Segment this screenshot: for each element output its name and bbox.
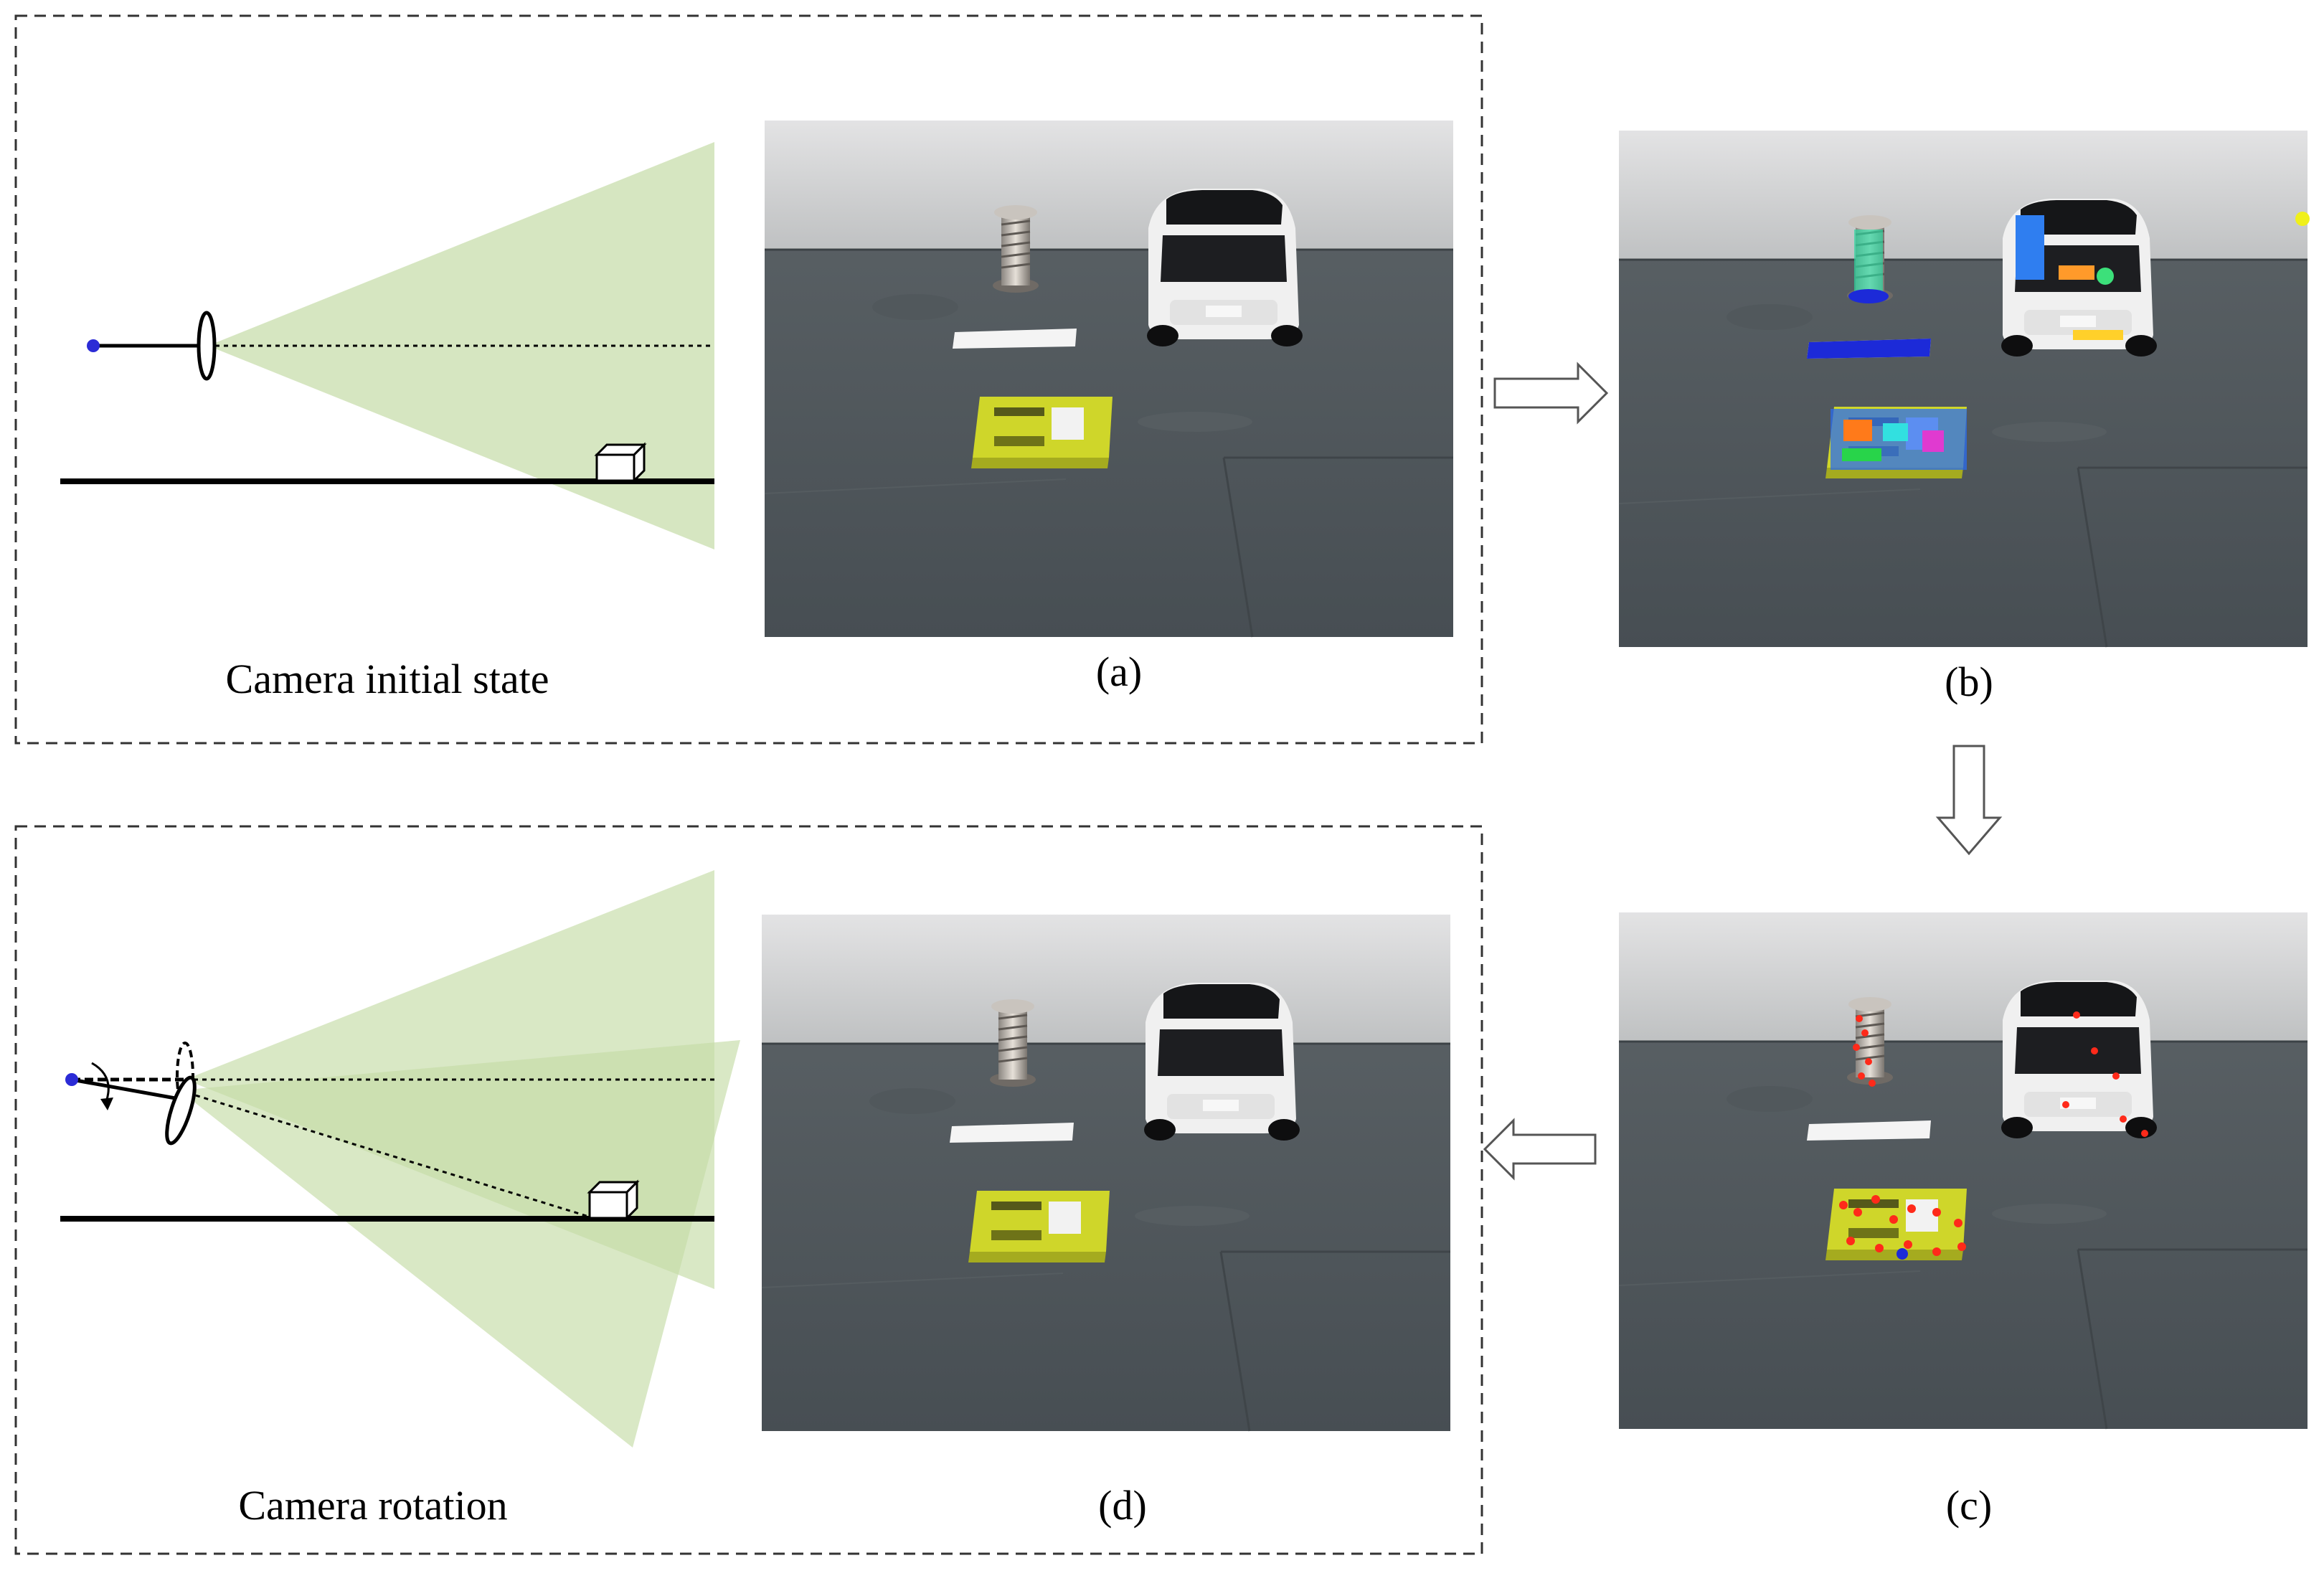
caption-c: (c)	[1945, 1482, 1993, 1529]
lens-icon	[197, 311, 217, 381]
camera-center-icon	[65, 1073, 78, 1086]
segmentation-overlay	[1807, 212, 2310, 470]
box-object-icon	[587, 1179, 640, 1221]
caption-rotation: Camera rotation	[238, 1482, 508, 1529]
camera-center-icon	[87, 339, 100, 352]
photo-b-segmented	[1617, 129, 2310, 648]
arrow-right-icon	[1493, 362, 1609, 425]
camera-frustum	[208, 142, 714, 549]
caption-a: (a)	[1095, 648, 1143, 695]
frustum-rotated	[179, 1040, 740, 1448]
caption-b: (b)	[1945, 659, 1993, 705]
caption-initial-state: Camera initial state	[225, 656, 549, 702]
feature-points-overlay	[1839, 1011, 2148, 1256]
rotation-arrow-icon	[91, 1062, 110, 1103]
initial-camera-diagram	[60, 142, 714, 549]
rotation-camera-diagram	[60, 870, 740, 1448]
box-object-icon	[594, 442, 647, 483]
arrow-left-icon	[1483, 1118, 1597, 1181]
lens-rotated-icon	[165, 1075, 197, 1146]
arm-rotated	[71, 1077, 180, 1101]
initial-state-frame	[14, 14, 1483, 745]
photo-a	[763, 119, 1455, 638]
caption-d: (d)	[1098, 1482, 1147, 1529]
photo-d	[760, 913, 1452, 1432]
arrow-down-icon	[1935, 745, 2003, 856]
photo-c-features	[1617, 911, 2309, 1430]
axis-rotated	[179, 1089, 592, 1219]
rotation-frame	[14, 825, 1483, 1555]
